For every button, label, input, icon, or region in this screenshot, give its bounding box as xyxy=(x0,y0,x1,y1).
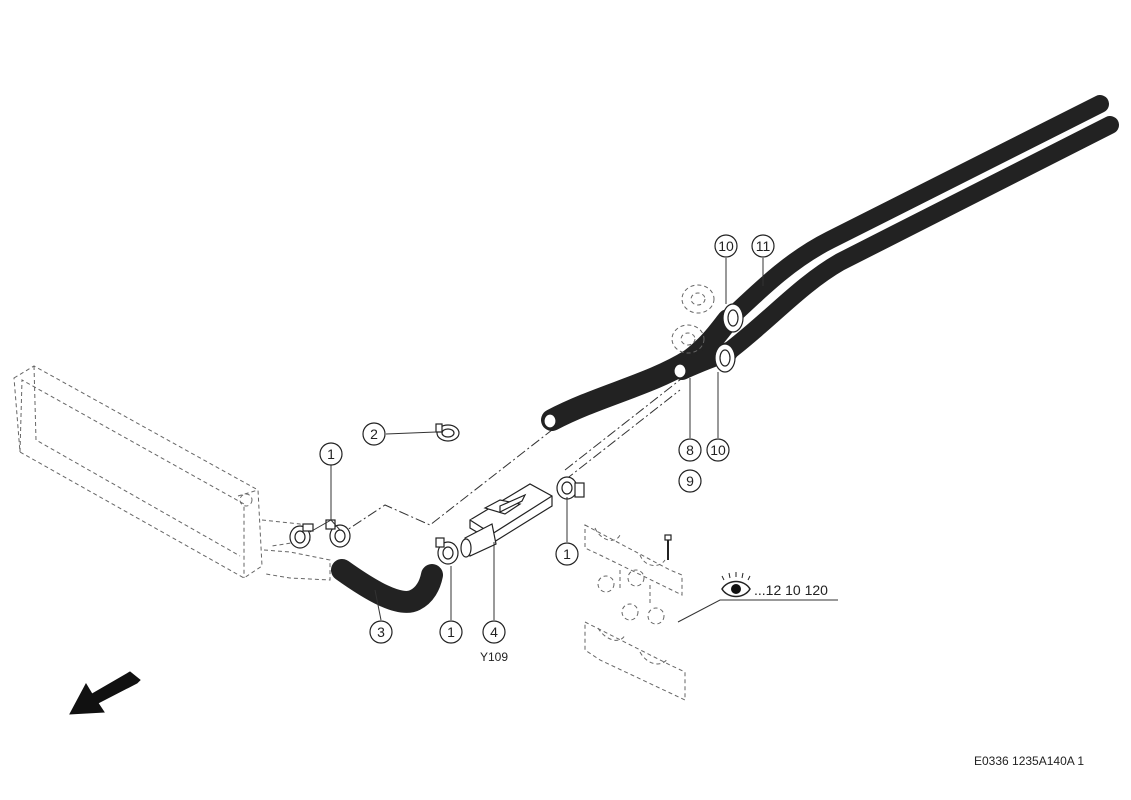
hose-3 xyxy=(331,559,443,613)
callout-10a: 10 xyxy=(714,234,738,258)
svg-text:3: 3 xyxy=(377,624,385,640)
drawing-code: E0336 1235A140A 1 xyxy=(974,754,1084,768)
connection-lines xyxy=(337,371,691,537)
callout-1b: 1 xyxy=(439,620,463,644)
svg-text:1: 1 xyxy=(327,446,335,462)
svg-text:4: 4 xyxy=(490,624,498,640)
eye-icon xyxy=(721,572,751,598)
grommet-lower xyxy=(671,324,736,373)
svg-text:8: 8 xyxy=(686,442,694,458)
direction-arrow xyxy=(69,671,141,715)
clamp-2 xyxy=(435,423,460,442)
clamp-1-valve-inlet xyxy=(435,537,459,565)
grommet-upper xyxy=(681,284,744,333)
callout-11: 11 xyxy=(751,234,775,258)
leader-lines xyxy=(309,258,838,623)
heater-core-ghost xyxy=(13,365,331,581)
heater-valve xyxy=(460,483,553,558)
svg-text:1: 1 xyxy=(447,624,455,640)
clamp-1-heater-b xyxy=(325,519,351,548)
callout-9: 9 xyxy=(678,469,702,493)
reference-text: ...12 10 120 xyxy=(754,582,828,598)
callout-2: 2 xyxy=(362,422,386,446)
callout-4: 4 xyxy=(482,620,506,644)
callout-8: 8 xyxy=(678,438,702,462)
clamp-1-heater-a xyxy=(289,523,314,549)
svg-text:1: 1 xyxy=(563,546,571,562)
svg-text:2: 2 xyxy=(370,426,378,442)
hose-8 xyxy=(541,309,739,431)
callout-10b: 10 xyxy=(706,438,730,462)
clamp-1-valve-outlet xyxy=(556,476,585,500)
svg-text:11: 11 xyxy=(756,238,771,254)
svg-text:9: 9 xyxy=(686,473,694,489)
svg-text:10: 10 xyxy=(710,442,726,458)
screw xyxy=(664,534,672,560)
mounting-bracket-ghost xyxy=(584,524,686,701)
component-label: Y109 xyxy=(480,650,508,664)
main-hose-pair xyxy=(719,95,1119,361)
callout-1c: 1 xyxy=(555,542,579,566)
callout-3: 3 xyxy=(369,620,393,644)
callout-1a: 1 xyxy=(319,442,343,466)
svg-text:10: 10 xyxy=(718,238,734,254)
